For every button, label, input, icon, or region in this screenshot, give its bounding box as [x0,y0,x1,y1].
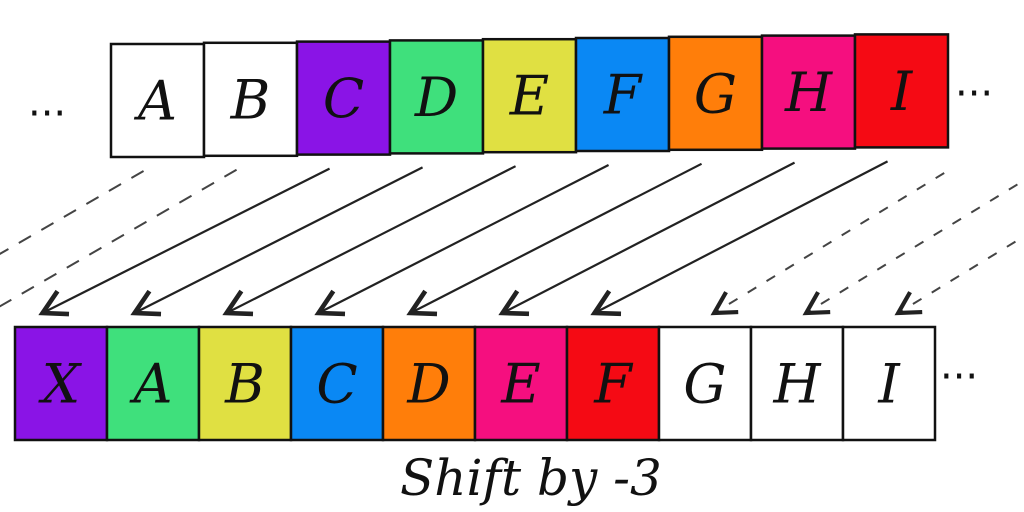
bottom-cell-g [657,325,753,442]
arrow-g [406,162,703,317]
dashed-incoming-arrow-2 [802,179,1024,316]
top-left-ellipsis: ··· [28,91,66,137]
bottom-letter-h: H [772,353,821,416]
bottom-cell-d [381,325,477,442]
top-letter-e: E [509,65,549,128]
arrow-i [590,160,889,317]
arrow-d [130,166,424,317]
top-cell-g [667,35,764,152]
bottom-letter-c: C [316,353,357,416]
top-right-ellipsis: ··· [955,71,993,117]
top-cell-b [202,41,299,158]
top-cell-c [295,40,392,156]
dashed-incoming-arrow-1 [710,172,945,316]
bottom-cell-x [13,325,109,442]
arrow-e [222,165,517,317]
bottom-letter-x: X [38,353,83,416]
top-letter-c: C [323,67,364,130]
bottom-letter-b: B [224,353,265,416]
bottom-letter-a: A [129,353,173,416]
top-letter-b: B [230,68,271,131]
bottom-cell-i [841,325,937,442]
bottom-letter-d: D [406,353,450,416]
bottom-cell-b [197,325,293,442]
dashed-incoming-arrow-3 [894,235,1024,316]
shift-caption: Shift by -3 [400,449,662,507]
bottom-right-ellipsis: ··· [940,354,978,400]
bottom-letter-f: F [593,353,634,416]
top-letter-h: H [784,61,833,124]
top-cell-h [760,34,857,150]
top-letter-d: D [414,66,458,129]
top-letter-g: G [694,62,737,125]
top-cell-d [388,39,485,155]
bottom-cell-e [473,325,569,442]
bottom-cell-f [565,325,661,442]
arrow-c [38,167,331,317]
bottom-letter-g: G [683,353,726,416]
bottom-letter-e: E [500,353,540,416]
arrow-f [314,164,610,317]
top-cell-i [853,33,950,149]
bottom-letter-i: I [877,353,901,416]
top-cell-f [574,36,671,153]
dashed-guide-lines [0,168,1024,316]
top-letter-a: A [133,70,177,133]
shift-arrows [38,160,889,317]
top-letter-i: I [890,60,914,123]
bottom-cell-a [105,325,201,442]
dashed-guide-b [0,168,238,308]
top-letter-f: F [603,64,644,127]
arrow-h [498,161,796,317]
